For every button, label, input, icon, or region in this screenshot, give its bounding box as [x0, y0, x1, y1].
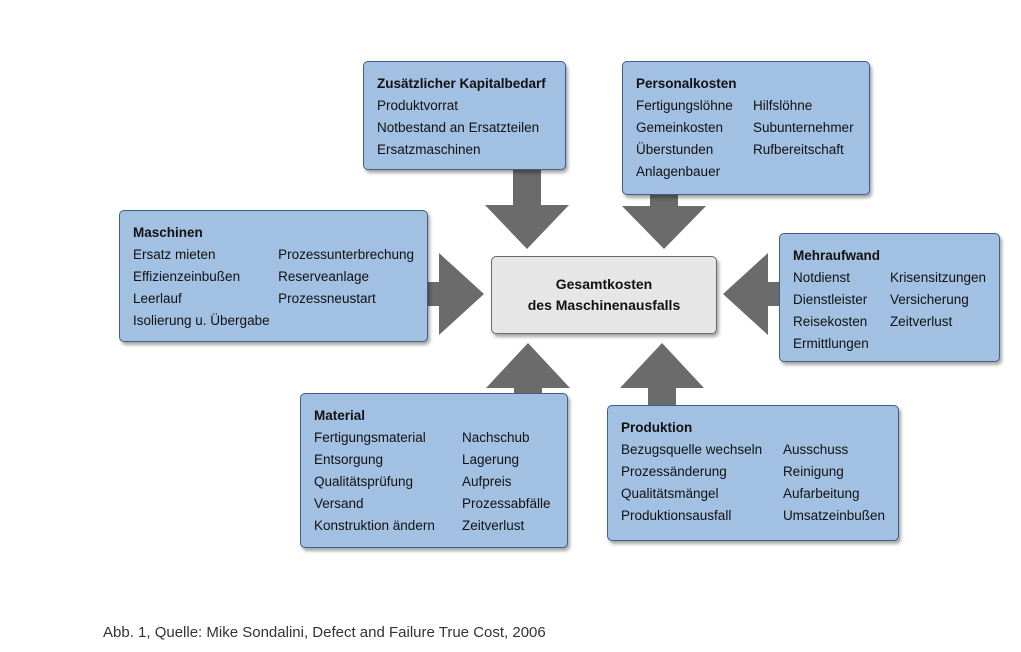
- list-item: Anlagenbauer: [636, 164, 721, 179]
- list-item: Effizienzeinbußen: [133, 269, 241, 284]
- list-item: Zeitverlust: [462, 518, 525, 533]
- list-item: Ersatz mieten: [133, 247, 216, 262]
- center-box-gesamtkosten: Gesamtkosten des Maschinenausfalls: [491, 256, 717, 334]
- list-item: Bezugsquelle wechseln: [621, 442, 763, 457]
- box-material: Material Fertigungsmaterial Entsorgung Q…: [300, 393, 568, 548]
- list-item: Produktionsausfall: [621, 508, 732, 523]
- list-item: Reisekosten: [793, 314, 868, 329]
- list-item: Qualitätsprüfung: [314, 474, 414, 489]
- list-item: Krisensitzungen: [889, 270, 986, 285]
- box-title: Personalkosten: [636, 76, 737, 91]
- arrow-produktion: [620, 343, 704, 406]
- list-item: Dienstleister: [793, 292, 868, 307]
- arrow-kapital: [485, 168, 569, 249]
- center-title-line2: des Maschinenausfalls: [527, 297, 681, 313]
- list-item: Ermittlungen: [793, 336, 869, 351]
- box-title: Zusätzlicher Kapitalbedarf: [377, 76, 546, 91]
- list-item: Ausschuss: [782, 442, 849, 457]
- list-item: Produktvorrat: [377, 98, 459, 113]
- box-kapitalbedarf: Zusätzlicher Kapitalbedarf Produktvorrat…: [363, 61, 566, 170]
- list-item: Leerlauf: [133, 291, 182, 306]
- list-item: Überstunden: [636, 142, 714, 157]
- list-item: Versand: [314, 496, 364, 511]
- box-title: Maschinen: [133, 225, 203, 240]
- list-item: Notdienst: [793, 270, 851, 285]
- list-item: Prozessabfälle: [462, 496, 551, 511]
- list-item: Isolierung u. Übergabe: [133, 313, 270, 328]
- box-produktion: Produktion Bezugsquelle wechseln Prozess…: [607, 405, 899, 541]
- list-item: Gemeinkosten: [636, 120, 724, 135]
- list-item: Hilfslöhne: [753, 98, 813, 113]
- box-title: Produktion: [621, 420, 693, 435]
- list-item: Prozessneustart: [278, 291, 376, 306]
- arrow-personal: [622, 188, 706, 249]
- list-item: Reinigung: [782, 464, 844, 479]
- box-personalkosten: Personalkosten Fertigungslöhne Gemeinkos…: [622, 61, 870, 195]
- list-item: Nachschub: [462, 430, 530, 445]
- list-item: Rufbereitschaft: [753, 142, 844, 157]
- list-item: Umsatzeinbußen: [782, 508, 885, 523]
- list-item: Qualitätsmängel: [621, 486, 719, 501]
- list-item: Fertigungslöhne: [636, 98, 733, 113]
- center-title-line1: Gesamtkosten: [555, 276, 653, 292]
- list-item: Konstruktion ändern: [314, 518, 435, 533]
- box-title: Mehraufwand: [793, 248, 881, 263]
- list-item: Aufarbeitung: [782, 486, 860, 501]
- box-maschinen: Maschinen Ersatz mieten Effizienzeinbuße…: [119, 210, 428, 342]
- list-item: Reserveanlage: [278, 269, 369, 284]
- list-item: Notbestand an Ersatzteilen: [377, 120, 540, 135]
- list-item: Entsorgung: [314, 452, 384, 467]
- list-item: Aufpreis: [462, 474, 512, 489]
- figure-caption: Abb. 1, Quelle: Mike Sondalini, Defect a…: [103, 624, 546, 641]
- arrow-material: [486, 343, 570, 396]
- box-mehraufwand: Mehraufwand Notdienst Dienstleister Reis…: [779, 233, 1000, 362]
- list-item: Versicherung: [889, 292, 969, 307]
- list-item: Lagerung: [462, 452, 520, 467]
- list-item: Subunternehmer: [753, 120, 854, 135]
- list-item: Prozessänderung: [621, 464, 727, 479]
- arrow-maschinen: [424, 253, 484, 335]
- list-item: Zeitverlust: [889, 314, 953, 329]
- list-item: Fertigungsmaterial: [314, 430, 426, 445]
- box-title: Material: [314, 408, 366, 423]
- list-item: Ersatzmaschinen: [377, 142, 481, 157]
- list-item: Prozessunterbrechung: [278, 247, 414, 262]
- arrow-mehraufwand: [723, 253, 782, 335]
